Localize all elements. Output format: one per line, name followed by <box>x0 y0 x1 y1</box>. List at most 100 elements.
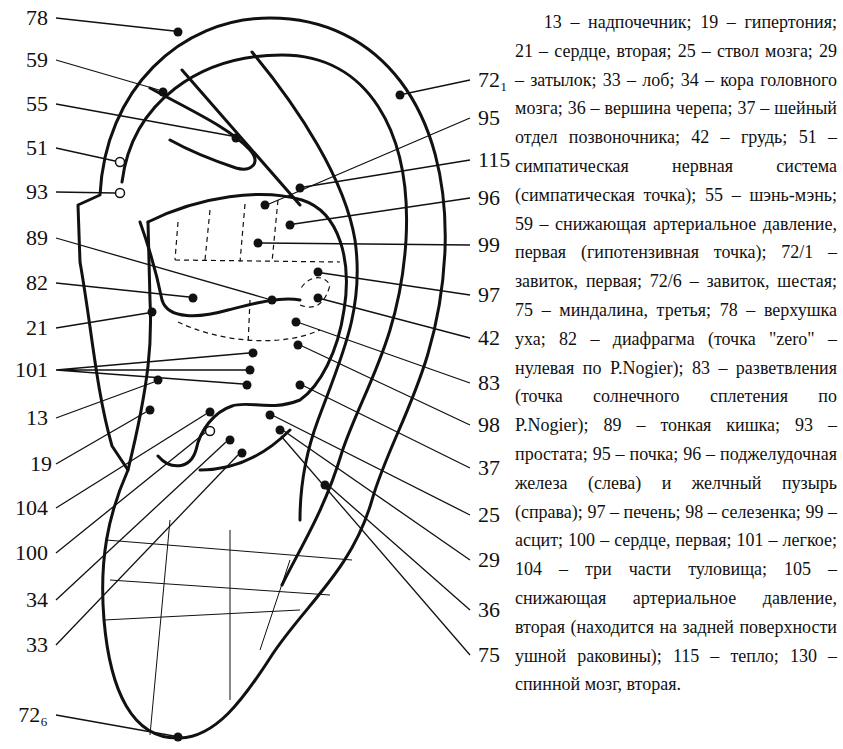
leader-line <box>304 386 470 468</box>
point-dot <box>159 88 168 97</box>
point-dot <box>266 411 275 420</box>
leader-line <box>56 104 232 136</box>
leader-line <box>262 243 470 245</box>
callout-number: 97 <box>478 283 500 307</box>
point-dot <box>286 221 295 230</box>
leader-line <box>56 192 115 193</box>
callout-number: 42 <box>478 326 500 350</box>
point-dot <box>146 406 155 415</box>
point-dot <box>396 91 405 100</box>
leader-line <box>269 118 470 204</box>
leader-line <box>281 436 470 655</box>
callout-number: 19 <box>30 452 52 476</box>
point-dot <box>261 201 270 210</box>
callout-number: 36 <box>478 598 500 622</box>
callout-number: 104 <box>15 496 48 520</box>
leader-line <box>56 313 148 328</box>
point-dot <box>189 294 198 303</box>
leader-line <box>284 431 470 560</box>
leader-line <box>56 455 238 645</box>
point-dot <box>174 28 183 37</box>
open-point <box>116 158 125 167</box>
open-point <box>116 189 125 198</box>
helix-inner <box>122 55 407 585</box>
callout-number: 99 <box>478 233 500 257</box>
callout-number: 98 <box>478 413 500 437</box>
callout-number: 100 <box>15 541 48 565</box>
callout-number: 72₁ <box>478 68 508 92</box>
callout-number: 34 <box>26 588 48 612</box>
concha <box>148 195 346 466</box>
legend-text: 13 – надпочечник; 19 – гипертония; 21 – … <box>515 8 837 699</box>
leader-line <box>56 715 174 736</box>
leader-line <box>302 346 470 425</box>
point-dot <box>238 449 247 458</box>
callout-number: 101 <box>15 358 48 382</box>
zone-line <box>175 200 340 345</box>
callout-number: 59 <box>26 48 48 72</box>
callout-number: 33 <box>26 633 48 657</box>
point-dot <box>314 268 323 277</box>
callout-number: 95 <box>478 106 500 130</box>
callout-number: 82 <box>26 271 48 295</box>
callout-number: 37 <box>478 456 500 480</box>
point-dot <box>296 381 305 390</box>
leader-line <box>56 283 189 297</box>
callout-number: 96 <box>478 186 500 210</box>
point-dot <box>268 296 277 305</box>
leader-line <box>56 148 115 161</box>
triangular-fossa <box>150 88 255 169</box>
point-dot <box>296 184 305 193</box>
point-dot <box>292 318 301 327</box>
point-dot <box>154 376 163 385</box>
point-dot <box>276 426 285 435</box>
leader-line <box>56 353 249 384</box>
leader-line <box>300 323 470 383</box>
leader-line <box>56 382 154 418</box>
callout-number: 55 <box>26 92 48 116</box>
leader-line <box>404 80 470 94</box>
point-dot <box>321 481 330 490</box>
callout-number: 13 <box>26 406 48 430</box>
leader-line <box>304 160 470 187</box>
callout-number: 78 <box>26 6 48 30</box>
leader-line <box>56 238 268 299</box>
callout-number: 75 <box>478 643 500 667</box>
callout-number: 51 <box>26 136 48 160</box>
leader-line <box>56 414 206 508</box>
point-dot <box>254 239 263 248</box>
ear-outline <box>78 18 445 738</box>
leader-line <box>56 442 226 600</box>
point-dot <box>246 366 255 375</box>
point-dot <box>243 381 252 390</box>
open-point <box>206 427 215 436</box>
leader-line <box>274 416 470 515</box>
callout-number: 89 <box>26 226 48 250</box>
leader-line <box>329 486 470 610</box>
point-dot <box>226 436 235 445</box>
point-dot <box>174 733 183 742</box>
leader-line <box>56 60 159 90</box>
point-dot <box>314 294 323 303</box>
callout-number: 29 <box>478 548 500 572</box>
lobe-grid <box>104 520 352 735</box>
callout-number: 72₆ <box>18 703 48 727</box>
point-dot <box>232 134 241 143</box>
callout-number: 93 <box>26 180 48 204</box>
leader-line <box>322 273 470 295</box>
leader-line <box>294 198 470 224</box>
antitragus <box>200 430 290 470</box>
leader-line <box>56 18 174 31</box>
leader-line <box>56 432 206 553</box>
point-dot <box>249 349 258 358</box>
callout-number: 21 <box>26 316 48 340</box>
point-dot <box>294 341 303 350</box>
leader-line <box>56 412 146 464</box>
callout-number: 83 <box>478 371 500 395</box>
point-dot <box>206 408 215 417</box>
leader-line <box>322 299 470 338</box>
callout-number: 115 <box>478 148 510 172</box>
point-dot <box>148 308 157 317</box>
callout-number: 25 <box>478 503 500 527</box>
